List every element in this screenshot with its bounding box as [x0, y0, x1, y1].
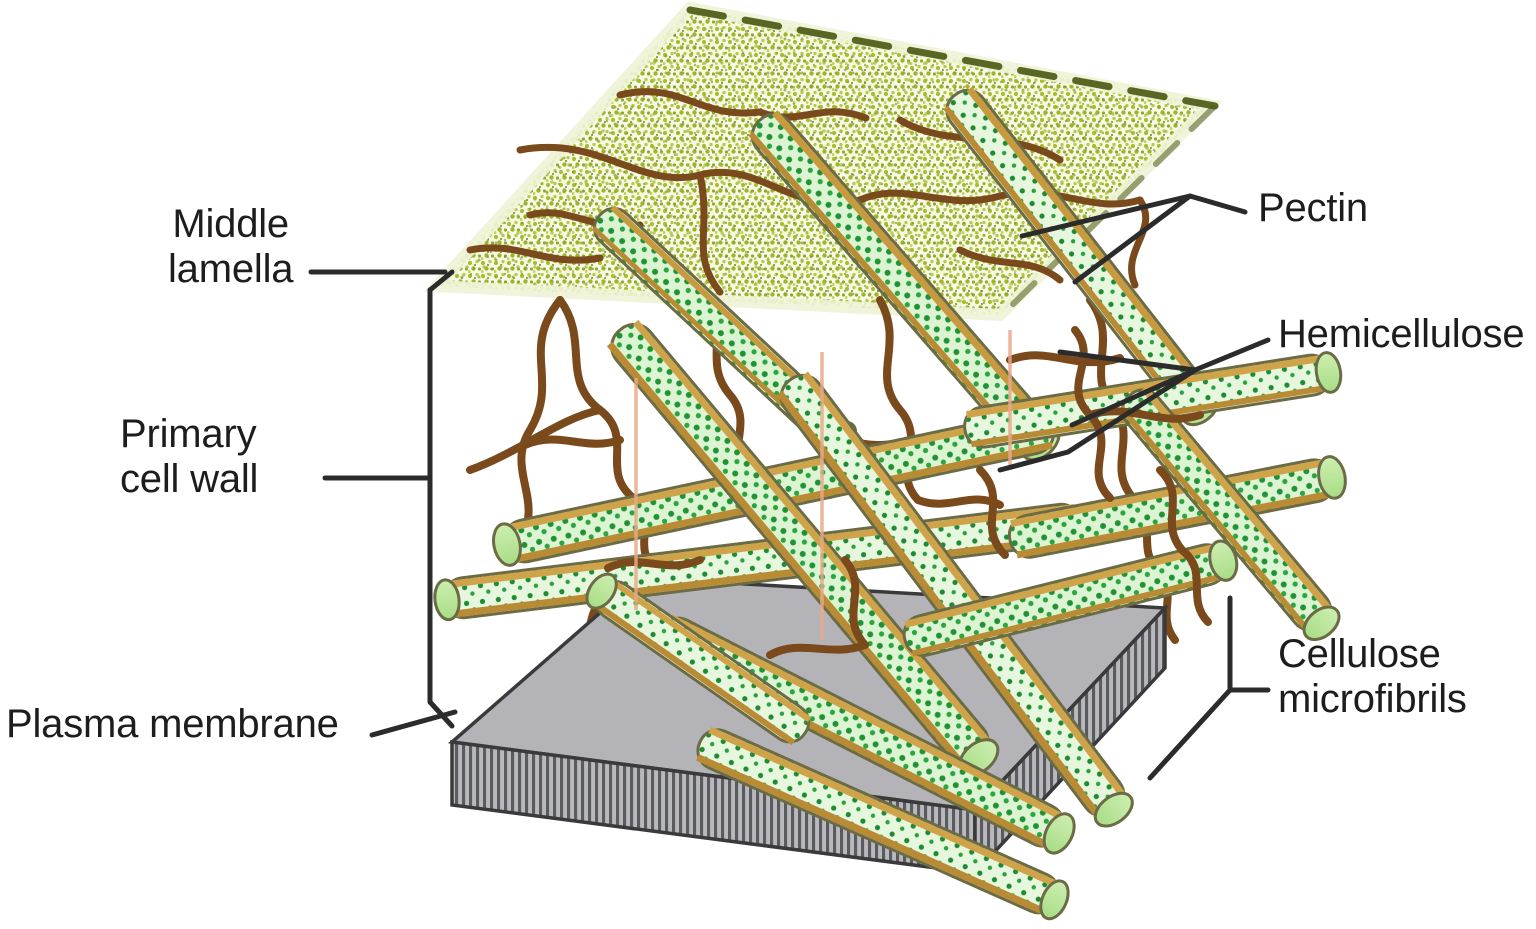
label-pectin: Pectin	[1258, 186, 1368, 230]
label-plasma-membrane: Plasma membrane	[6, 702, 339, 746]
leader-hemicellulose-b	[1069, 367, 1198, 428]
label-hemicellulose: Hemicellulose	[1278, 312, 1525, 356]
leader-plasma-membrane	[369, 709, 458, 738]
leader-hemicellulose-c	[997, 367, 1198, 473]
leader-pectin-b	[1072, 193, 1193, 285]
leader-cellulose-microfibrils-lower	[1147, 687, 1233, 781]
middle-lamella-dashed-edge	[686, 6, 1219, 110]
label-middle-lamella: Middle lamella	[168, 202, 294, 291]
vertical-connectors	[634, 330, 1012, 640]
leader-lines	[308, 193, 1271, 781]
label-primary-cell-wall: Primary cell wall	[120, 412, 259, 501]
label-cellulose-microfibrils: Cellulose microfibrils	[1278, 632, 1467, 721]
leader-cellulose-microfibrils	[1227, 595, 1271, 693]
